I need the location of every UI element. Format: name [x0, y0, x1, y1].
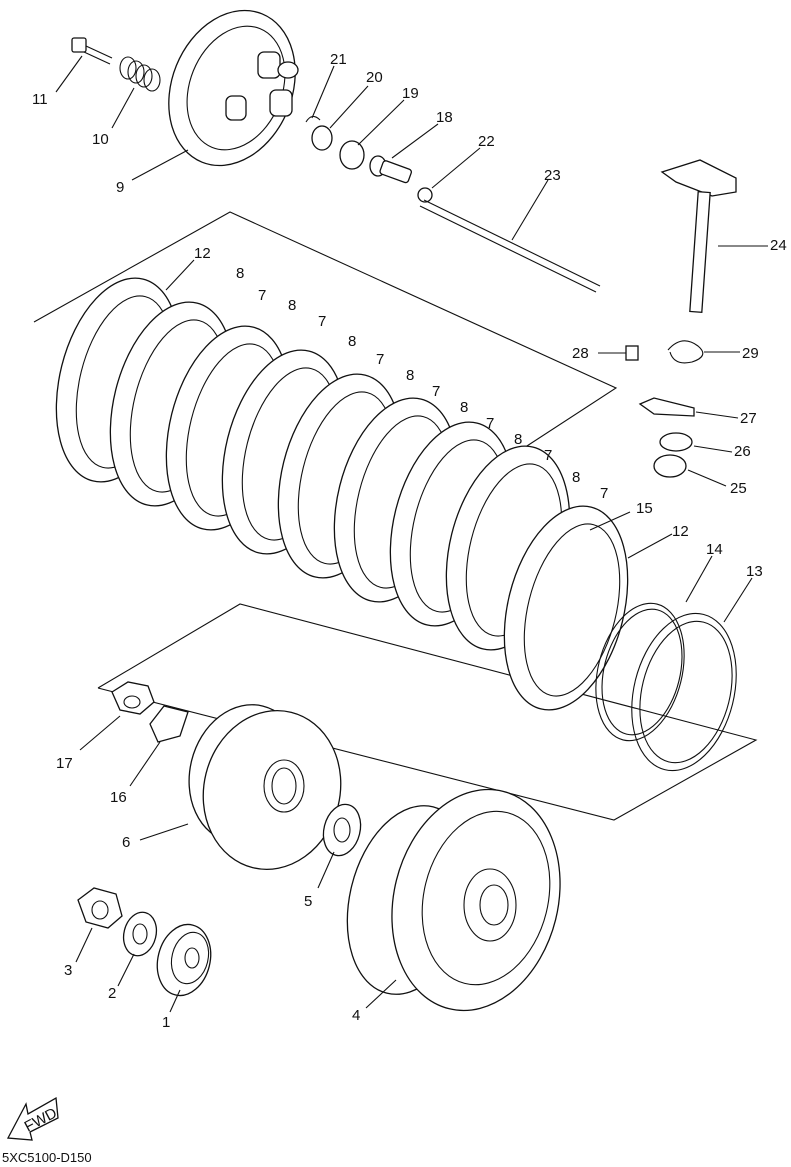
- label-part-5: 5: [304, 893, 312, 910]
- bolt-part-11: [71, 37, 113, 65]
- ring-part-13: [631, 612, 737, 772]
- label-part-12-b: 12: [672, 523, 689, 540]
- label-part-11: 11: [32, 91, 48, 108]
- label-part-8-f: 8: [514, 431, 522, 448]
- label-part-7-b: 7: [318, 313, 326, 330]
- label-part-8-a: 8: [236, 265, 244, 282]
- label-part-8-e: 8: [460, 399, 468, 416]
- label-part-29: 29: [742, 345, 759, 362]
- nut-part-3: [77, 887, 123, 929]
- label-part-13: 13: [746, 563, 763, 580]
- label-part-8-d: 8: [406, 367, 414, 384]
- part-labels: 1 2 3 4 5 6 7 8 8 7 8 7 8 7 8 7 8 7 8 7 …: [32, 51, 787, 1031]
- plate-stack: [55, 277, 629, 711]
- label-part-9: 9: [116, 179, 124, 196]
- label-part-8-c: 8: [348, 333, 356, 350]
- label-part-26: 26: [734, 443, 751, 460]
- label-part-7-f: 7: [544, 447, 552, 464]
- label-part-24: 24: [770, 237, 787, 254]
- label-part-16: 16: [110, 789, 127, 806]
- label-part-22: 22: [478, 133, 495, 150]
- label-part-28: 28: [572, 345, 589, 362]
- label-part-1: 1: [162, 1014, 170, 1031]
- label-part-27: 27: [740, 410, 757, 427]
- label-part-7-c: 7: [376, 351, 384, 368]
- pressure-plate-part-9: [168, 9, 299, 167]
- label-part-23: 23: [544, 167, 561, 184]
- push-rod-part-23: [419, 199, 601, 293]
- label-part-19: 19: [402, 85, 419, 102]
- label-part-12-a: 12: [194, 245, 211, 262]
- washer-part-2: [122, 911, 158, 957]
- washer-part-5: [322, 803, 362, 857]
- clutch-housing-part-4: [346, 788, 561, 1012]
- label-part-20: 20: [366, 69, 383, 86]
- label-part-4: 4: [352, 1007, 360, 1024]
- label-part-10: 10: [92, 131, 109, 148]
- label-part-25: 25: [730, 480, 747, 497]
- clutch-boss-part-6: [188, 704, 342, 870]
- fwd-arrow-icon: FWD: [6, 1096, 60, 1141]
- label-part-8-b: 8: [288, 297, 296, 314]
- label-part-2: 2: [108, 985, 116, 1002]
- label-part-6: 6: [122, 834, 130, 851]
- label-part-8-g: 8: [572, 469, 580, 486]
- label-part-18: 18: [436, 109, 453, 126]
- push-lever-shaft-part-24: [660, 159, 737, 313]
- label-part-7-e: 7: [486, 415, 494, 432]
- label-part-7-g: 7: [600, 485, 608, 502]
- ring-part-14: [595, 602, 685, 742]
- washer-part-16: [149, 705, 189, 743]
- small-parts-25-29: [625, 340, 704, 478]
- push-parts-18-22: [305, 115, 433, 203]
- nut-part-17: [111, 681, 155, 715]
- label-part-14: 14: [706, 541, 723, 558]
- spring-part-10: [119, 56, 161, 92]
- gear-part-1: [156, 923, 212, 997]
- label-part-21: 21: [330, 51, 347, 68]
- label-part-15: 15: [636, 500, 653, 517]
- leader-lines: [55, 55, 768, 1013]
- label-part-3: 3: [64, 962, 72, 979]
- label-part-7-a: 7: [258, 287, 266, 304]
- label-part-7-d: 7: [432, 383, 440, 400]
- label-part-17: 17: [56, 755, 73, 772]
- drawing-code: 5XC5100-D150: [2, 1150, 92, 1165]
